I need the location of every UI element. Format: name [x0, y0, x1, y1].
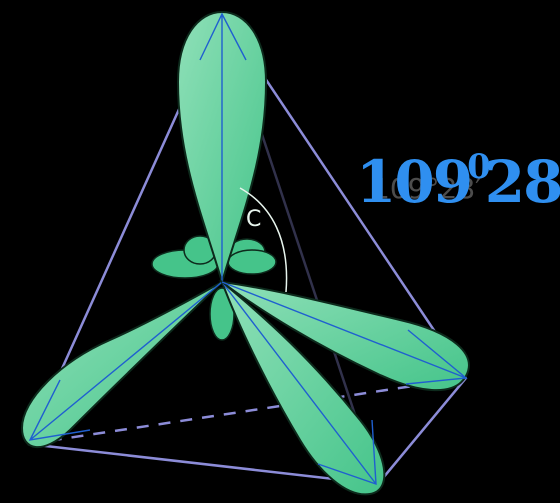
bond-angle-label: 109028’: [356, 150, 560, 211]
orbital-symbol: C: [246, 207, 261, 232]
small-lobe-right: [228, 250, 276, 274]
angle-minutes: 28’: [485, 148, 560, 216]
angle-degrees: 109: [356, 148, 471, 216]
edge-right-bottom: [378, 378, 466, 484]
lobe-bottom-left: [22, 282, 222, 447]
